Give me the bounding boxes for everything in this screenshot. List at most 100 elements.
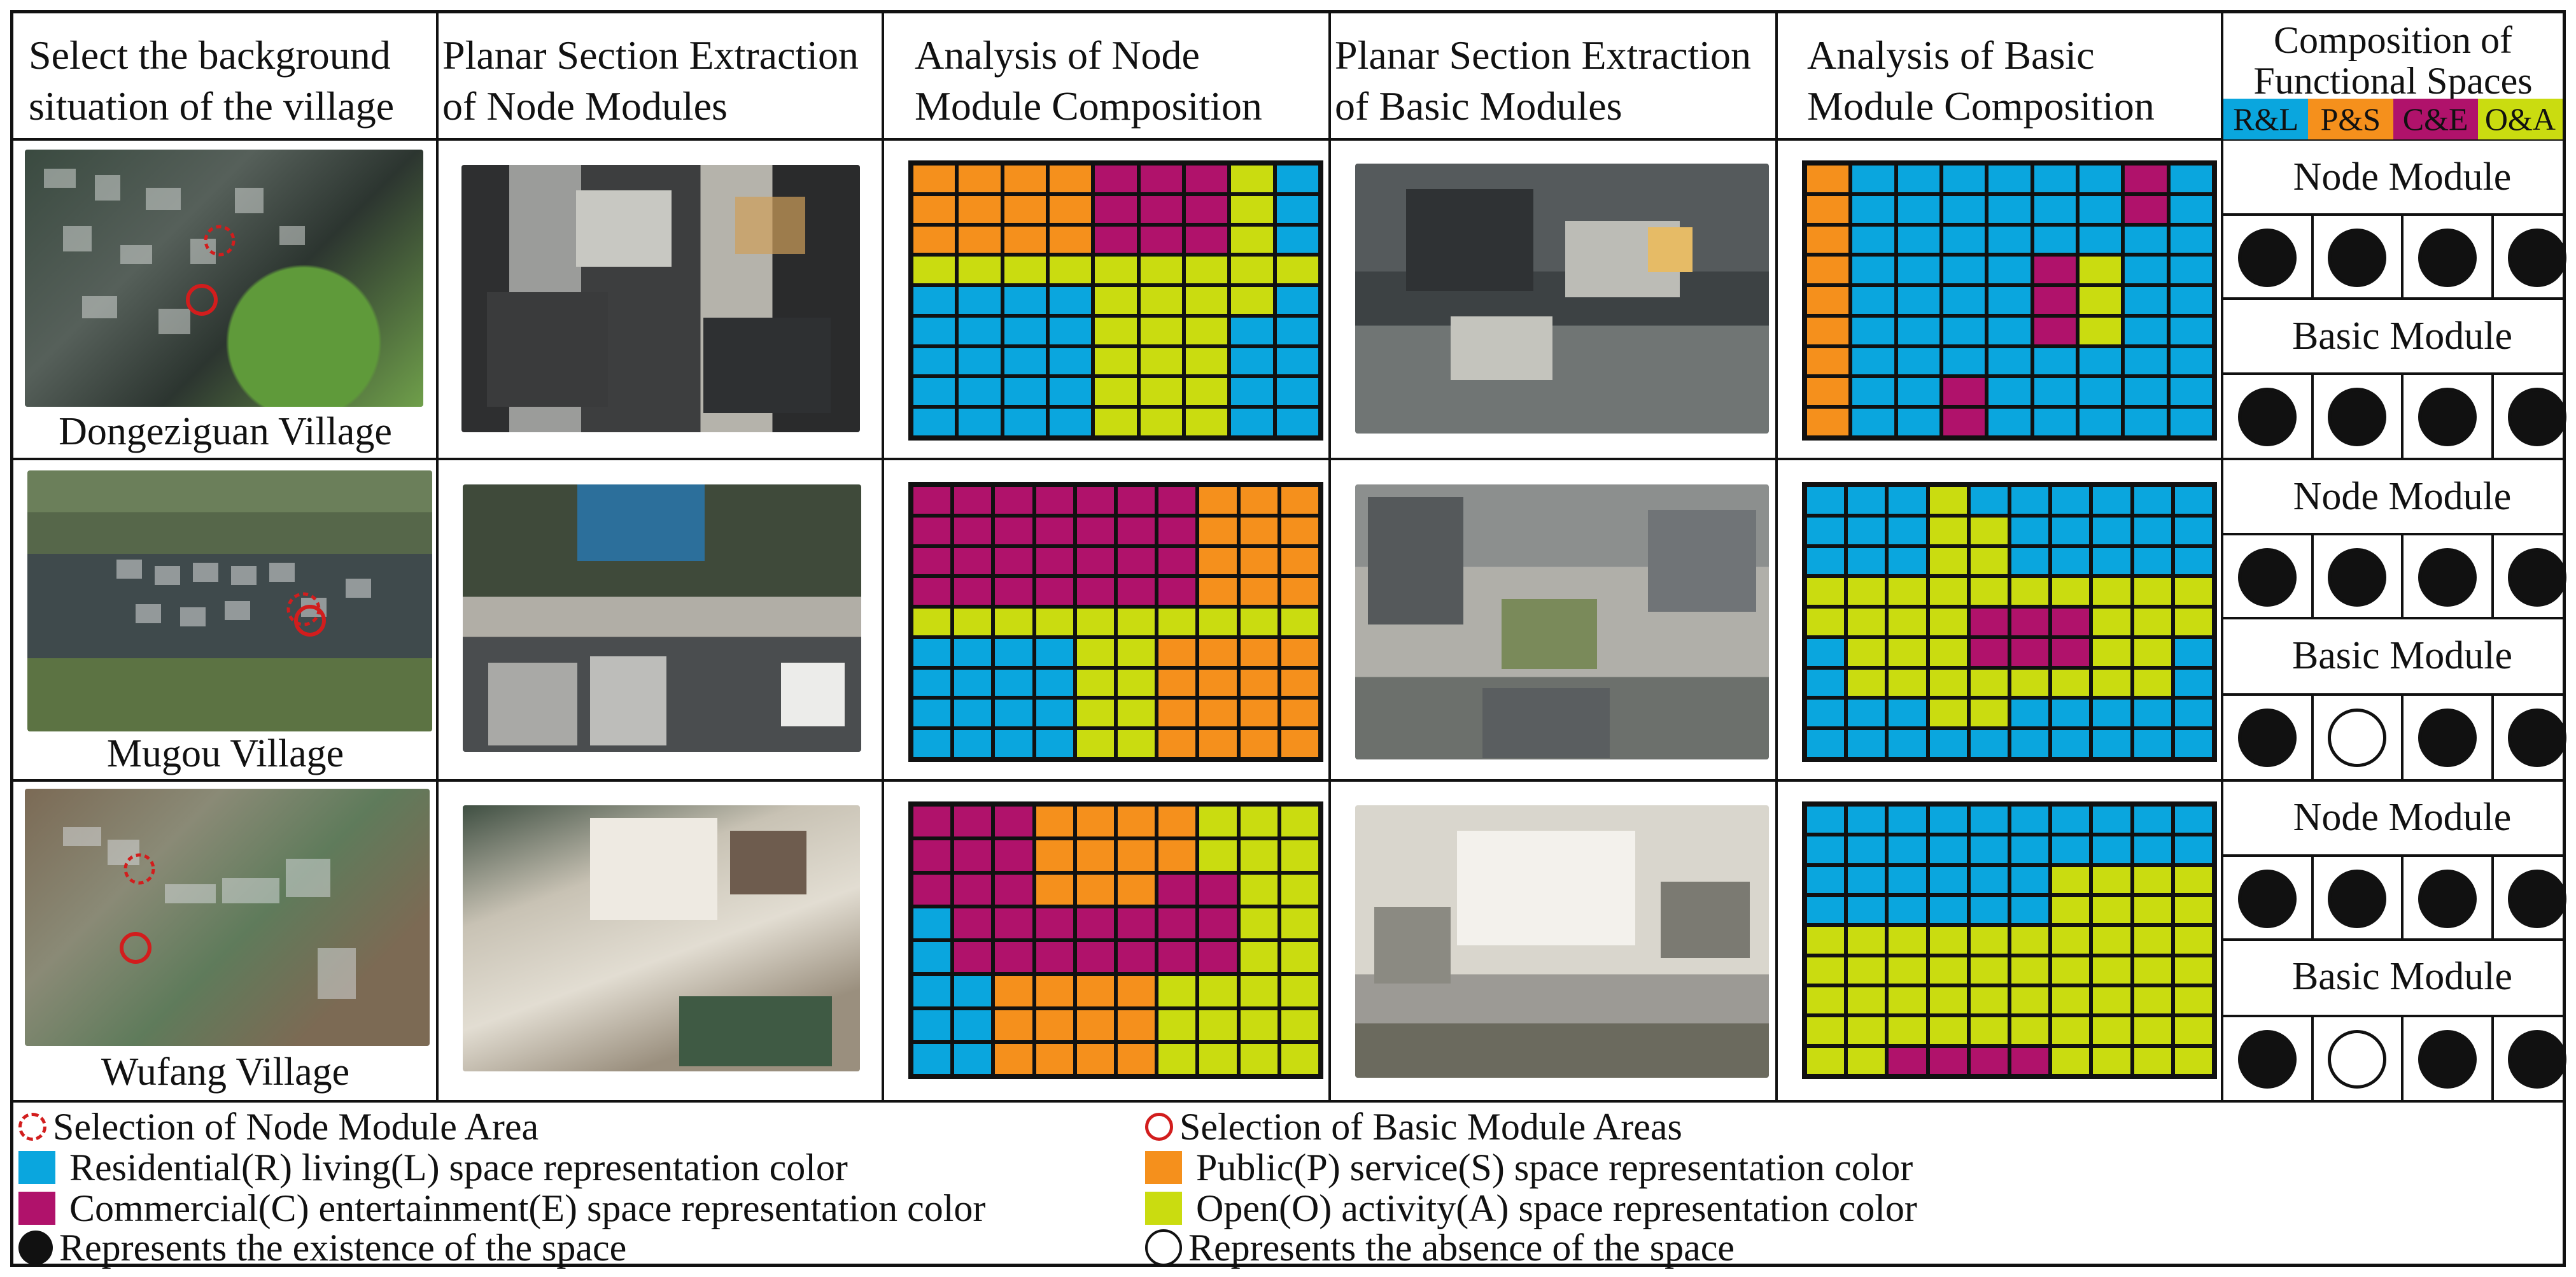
node-area-marker — [123, 853, 155, 885]
grid-cell — [1927, 1015, 1969, 1046]
presence-cell — [2401, 216, 2491, 300]
presence-cell — [2491, 696, 2576, 780]
grid-cell — [1034, 906, 1075, 940]
sub-divider — [2221, 297, 2563, 300]
grid-cell — [1093, 255, 1139, 286]
public-swatch-icon — [1145, 1151, 1182, 1184]
grid-cell — [1987, 407, 2032, 437]
grid-cell — [1968, 805, 2009, 835]
node-module-label: Node Module — [2293, 475, 2512, 518]
grid-cell — [2172, 637, 2214, 668]
grid-cell — [2050, 864, 2092, 895]
grid-cell — [2050, 805, 2092, 835]
basic-area-marker — [186, 284, 218, 316]
grid-cell — [911, 546, 953, 577]
grid-cell — [1968, 576, 2009, 607]
grid-cell — [1138, 407, 1184, 437]
grid-cell — [1987, 164, 2032, 194]
grid-cell — [1896, 285, 1941, 316]
grid-cell — [2050, 925, 2092, 956]
grid-cell — [911, 346, 957, 377]
grid-cell — [1968, 1015, 2009, 1046]
grid-cell — [1805, 255, 1851, 286]
grid-cell — [1941, 164, 1987, 194]
grid-cell — [1846, 728, 1887, 759]
grid-cell — [1238, 728, 1279, 759]
grid-cell — [1968, 955, 2009, 985]
filled-circle-icon — [2508, 548, 2567, 607]
grid-cell — [952, 1008, 994, 1042]
grid-cell — [1279, 940, 1320, 975]
grid-cell — [2172, 1045, 2214, 1076]
grid-cell — [1115, 1041, 1157, 1076]
grid-cell — [1115, 546, 1157, 577]
grid-cell — [2091, 546, 2132, 577]
grid-cell — [1987, 224, 2032, 255]
grid-cell — [2032, 346, 2078, 377]
grid-cell — [2123, 164, 2169, 194]
grid-cell — [1157, 485, 1198, 516]
grid-cell — [1093, 315, 1139, 346]
grid-cell — [957, 194, 1003, 225]
grid-cell — [993, 1008, 1034, 1042]
filled-circle-icon — [2418, 548, 2477, 607]
presence-cell — [2223, 696, 2311, 780]
grid-cell — [1034, 485, 1075, 516]
grid-cell — [1805, 485, 1847, 516]
grid-cell — [1274, 255, 1320, 286]
filled-circle-icon — [2237, 709, 2297, 767]
grid-cell — [1238, 940, 1279, 975]
column-divider — [1328, 13, 1331, 1103]
grid-cell — [2123, 315, 2169, 346]
grid-cell — [952, 906, 994, 940]
filled-circle-icon — [2508, 229, 2567, 287]
grid-cell — [2123, 376, 2169, 407]
grid-cell — [952, 576, 994, 607]
grid-cell — [1941, 346, 1987, 377]
grid-cell — [2172, 515, 2214, 546]
grid-cell — [1157, 940, 1198, 975]
node-section-photo-dongeziguan — [461, 165, 860, 432]
grid-cell — [1805, 515, 1847, 546]
grid-cell — [1002, 315, 1048, 346]
grid-cell — [1927, 698, 1969, 729]
grid-cell — [1048, 315, 1094, 346]
grid-cell — [1157, 637, 1198, 668]
grid-cell — [1002, 376, 1048, 407]
grid-cell — [2132, 985, 2173, 1016]
grid-cell — [1846, 485, 1887, 516]
presence-cell — [2401, 375, 2491, 459]
grid-cell — [2168, 255, 2214, 286]
grid-cell — [2032, 285, 2078, 316]
grid-cell — [1279, 698, 1320, 729]
grid-cell — [1805, 346, 1851, 377]
legend-node-area: Selection of Node Module Area — [18, 1107, 538, 1146]
grid-cell — [1074, 546, 1116, 577]
grid-cell — [2172, 835, 2214, 865]
legend-residential: Residential(R) living(L) space represent… — [18, 1148, 848, 1187]
grid-cell — [1034, 940, 1075, 975]
grid-cell — [1238, 515, 1279, 546]
grid-cell — [1115, 607, 1157, 637]
grid-cell — [1846, 805, 1887, 835]
grid-cell — [1968, 864, 2009, 895]
grid-cell — [1846, 546, 1887, 577]
grid-cell — [2009, 607, 2051, 637]
grid-cell — [1157, 546, 1198, 577]
grid-cell — [993, 1041, 1034, 1076]
grid-cell — [952, 728, 994, 759]
grid-cell — [1074, 607, 1116, 637]
grid-cell — [1229, 346, 1275, 377]
sub-divider — [2221, 372, 2563, 375]
sub-divider — [2221, 213, 2563, 216]
grid-cell — [1968, 698, 2009, 729]
grid-cell — [1279, 637, 1320, 668]
grid-cell — [2091, 864, 2132, 895]
grid-cell — [1850, 376, 1896, 407]
filled-circle-icon — [2237, 1030, 2297, 1089]
grid-cell — [2132, 637, 2173, 668]
grid-cell — [2009, 698, 2051, 729]
grid-cell — [1157, 1041, 1198, 1076]
sub-divider — [2221, 1015, 2563, 1017]
